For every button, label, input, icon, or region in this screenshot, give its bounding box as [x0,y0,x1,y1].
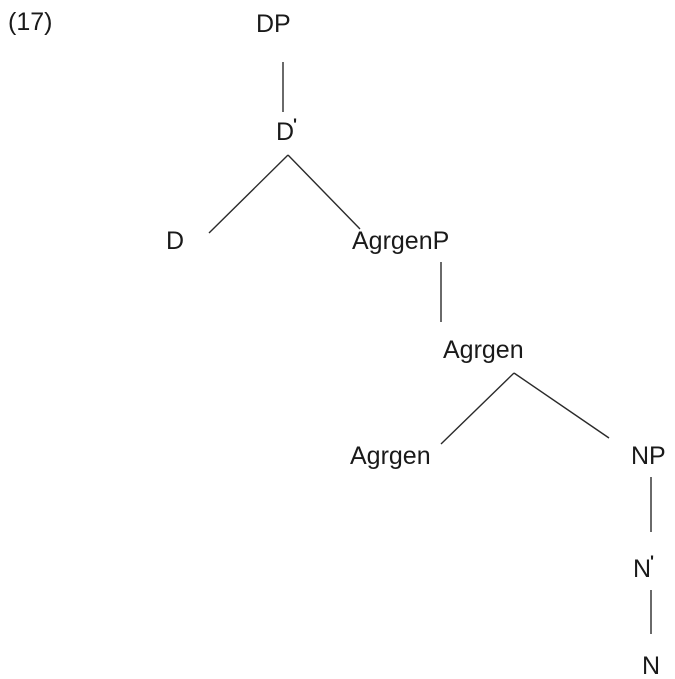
node-agrgenp: AgrgenP [352,227,449,255]
node-d-bar-prime-mark: ' [293,115,297,134]
example-number: (17) [8,8,52,36]
node-d: D [166,227,184,255]
node-d-bar: D [276,118,294,146]
edge-dbar-d [208,154,289,234]
edge-agrgenbar-agrgen [440,372,515,445]
node-agrgen-bar: Agrgen [443,336,524,364]
node-n-bar: N [633,555,651,583]
edge-dbar-agrgenp [287,154,361,230]
node-agrgen: Agrgen [350,442,431,470]
node-n-bar-prime-mark: ' [650,552,654,571]
node-n: N [642,652,660,679]
node-dp: DP [256,10,291,38]
node-np: NP [631,442,666,470]
edge-agrgenbar-np [513,372,610,439]
